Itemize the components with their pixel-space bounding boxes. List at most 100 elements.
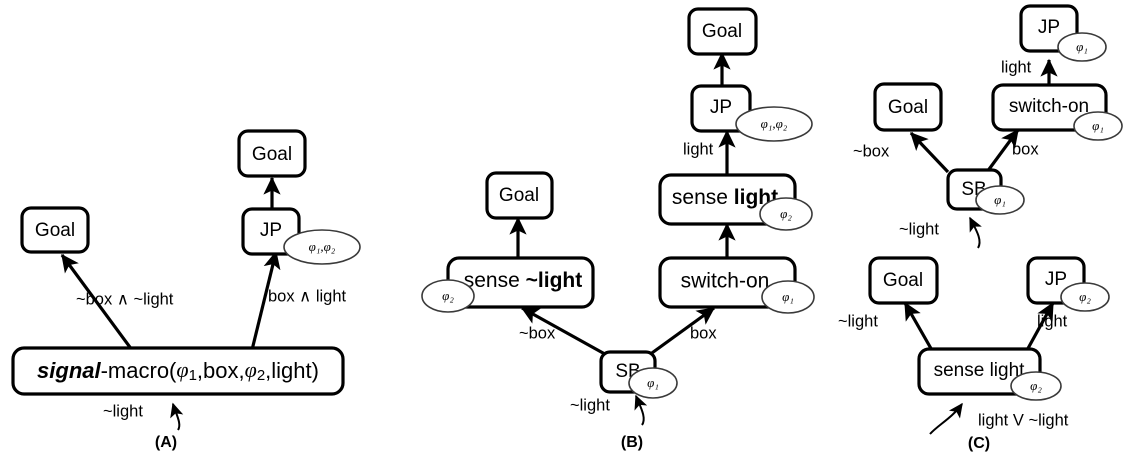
edge-label-box-and-light: box ∧ light <box>268 287 347 305</box>
badge-ellipse-phi2 <box>1060 282 1110 312</box>
badge-ellipse-phi2 <box>421 279 475 313</box>
node-b-sense-notlight-label: sense ~light <box>464 269 582 292</box>
node-a-goal-left: Goal <box>20 206 90 254</box>
node-b-sb-badge-label: φ₁ <box>647 375 659 390</box>
light-word: light <box>990 360 1026 381</box>
node-b-jp: JP φ₁,φ₂ <box>690 84 813 142</box>
node-c-sense-light-badge-label: φ₂ <box>1030 378 1042 393</box>
node-box-rect <box>237 129 307 178</box>
node-b-jp-badge-label: φ₁,φ₂ <box>761 116 788 131</box>
notlight-word-bold: ~light <box>526 269 583 292</box>
edge-sense-light-to-jp-bottom <box>1024 301 1055 353</box>
macro-box: box <box>203 358 238 383</box>
badge-ellipse-phi2 <box>1010 371 1062 401</box>
edge-label-b-box: box <box>690 324 717 342</box>
macro-phi2: φ <box>245 357 257 382</box>
node-box-rect <box>11 346 345 396</box>
edge-label-c-light-bottom: light <box>1037 312 1068 330</box>
node-c-goal-bottom-label: Goal <box>883 270 923 291</box>
edge-label-c-light-top: light <box>1001 58 1032 76</box>
node-c-goal-bottom: Goal <box>868 256 939 305</box>
sense-word: sense <box>672 186 728 209</box>
node-c-jp-top-label: JP <box>1038 17 1060 38</box>
macro-comma-1: , <box>197 358 203 383</box>
edge-macro-to-goal-left <box>60 253 134 351</box>
node-a-goal-right-label: Goal <box>252 144 292 165</box>
node-c-jp-top-badge-label: φ₁ <box>1076 39 1088 54</box>
node-b-sense-light-label: sense light <box>672 186 778 209</box>
node-box-rect <box>485 171 554 220</box>
node-a-macro: signal-macro(φ1,box,φ2,light) <box>11 346 345 396</box>
sense-word: sense <box>934 360 985 381</box>
edge-label-c-box: box <box>1012 140 1039 158</box>
node-box-rect <box>20 206 90 254</box>
edge-sense-light-to-goal-bottom <box>903 301 935 353</box>
node-a-jp-label: JP <box>260 220 282 241</box>
input-arrow-c-sense <box>929 402 963 435</box>
badge-ellipse-phi1 <box>975 185 1025 215</box>
node-b-jp-label: JP <box>710 97 732 118</box>
macro-phi1: φ <box>176 357 188 382</box>
edge-sb-to-switch-on <box>644 306 716 360</box>
node-b-switch-on-label: switch-on <box>681 270 770 293</box>
node-c-sb: SB φ₁ <box>946 168 1025 215</box>
edge-label-b-light: light <box>683 140 714 158</box>
node-b-switch-on: switch-on φ₁ <box>658 256 815 314</box>
badge-ellipse-phi1-phi2 <box>283 229 361 265</box>
node-a-goal-left-label: Goal <box>35 220 75 241</box>
badge-ellipse-phi1-phi2 <box>735 106 813 142</box>
input-arrow-c-sb <box>969 216 982 249</box>
macro-bold-part: signal <box>37 358 101 383</box>
node-c-goal-top: Goal <box>873 82 943 132</box>
node-c-jp-top: JP φ₁ <box>1019 4 1107 62</box>
input-label-c-light-or-notlight: light V ~light <box>978 411 1069 429</box>
input-arrow-b <box>634 394 648 426</box>
node-b-sense-light-badge-label: φ₂ <box>780 206 792 221</box>
node-box-rect <box>873 82 943 132</box>
node-b-goal-top: Goal <box>687 7 758 56</box>
node-b-switch-on-badge-label: φ₁ <box>782 289 794 304</box>
node-box-rect <box>868 256 939 305</box>
macro-phi1-sub: 1 <box>189 367 197 384</box>
edge-label-c-notbox: ~box <box>853 142 890 160</box>
node-a-goal-right: Goal <box>237 129 307 178</box>
input-arrow-a <box>170 402 184 431</box>
node-c-goal-top-label: Goal <box>888 97 928 118</box>
node-a-macro-label: signal-macro(φ1,box,φ2,light) <box>37 357 319 384</box>
node-b-sb: SB φ₁ <box>599 350 678 399</box>
edge-label-c-notlight: ~light <box>838 312 878 330</box>
node-c-switch-on-badge-label: φ₁ <box>1092 118 1104 133</box>
input-label-b-notlight: ~light <box>570 396 610 414</box>
macro-rest-part: -macro( <box>101 358 177 383</box>
macro-phi2-sub: 2 <box>257 367 265 384</box>
node-c-switch-on: switch-on φ₁ <box>991 83 1123 141</box>
node-b-goal-top-label: Goal <box>702 21 742 42</box>
panel-caption-b: (B) <box>621 434 643 451</box>
sense-word: sense <box>464 269 520 292</box>
edge-macro-to-jp <box>250 250 281 351</box>
badge-ellipse-phi1 <box>1073 111 1123 141</box>
macro-comma-2: , <box>239 358 245 383</box>
macro-light: light <box>271 358 311 383</box>
node-b-sense-notlight-badge-label: φ₂ <box>442 288 454 303</box>
macro-close: ) <box>312 358 319 383</box>
edge-sb-to-goal-top <box>909 131 950 174</box>
edge-sb-to-sense-notlight <box>520 306 613 360</box>
node-c-jp-bottom-badge-label: φ₂ <box>1079 289 1091 304</box>
node-c-sense-light: sense light φ₂ <box>917 347 1062 401</box>
edge-label-b-notbox: ~box <box>519 324 556 342</box>
panel-b: Goal JP φ₁,φ₂ sense light φ₂ switch-on φ… <box>421 7 815 451</box>
node-b-sense-light: sense light φ₂ <box>658 173 813 231</box>
badge-ellipse-phi1 <box>1057 32 1107 62</box>
panel-caption-c: (C) <box>968 435 990 452</box>
panel-c: JP φ₁ switch-on φ₁ Goal SB φ₁ Goal <box>838 4 1123 452</box>
input-label-c-sb-notlight: ~light <box>899 220 939 238</box>
macro-comma-3: , <box>265 358 271 383</box>
node-box-rect <box>687 7 758 56</box>
node-c-switch-on-label: switch-on <box>1009 96 1089 117</box>
node-b-sense-notlight: sense ~light φ₂ <box>421 256 595 313</box>
node-box-rect <box>690 84 752 133</box>
input-label-a-notlight: ~light <box>103 402 143 420</box>
